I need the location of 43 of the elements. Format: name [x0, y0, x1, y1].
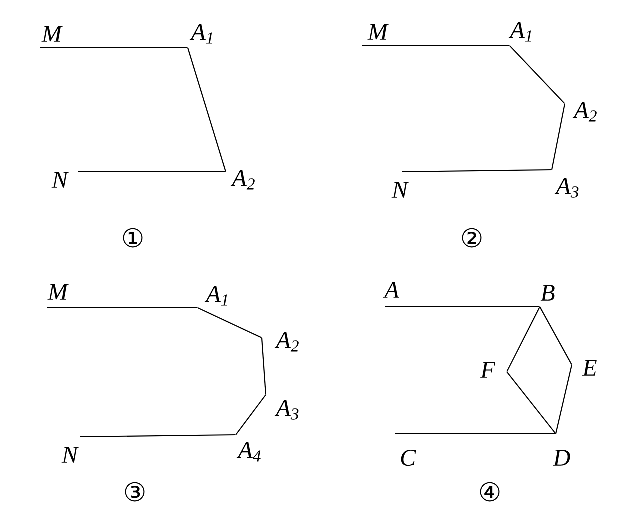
- point-label: N: [62, 447, 80, 463]
- line-segment: [402, 169, 552, 173]
- line-segment: [556, 365, 572, 434]
- line-segment: [362, 45, 510, 47]
- line-segment: [385, 306, 540, 308]
- line-segment: [47, 307, 198, 309]
- point-label: B: [540, 285, 555, 301]
- point-label: N: [52, 172, 70, 188]
- point-label: A$_{1}$: [190, 24, 212, 44]
- point-label: A$_{2}$: [230, 170, 255, 190]
- point-label: M: [48, 284, 70, 300]
- figure-number: ②: [462, 228, 482, 248]
- line-segment: [540, 306, 572, 366]
- point-label: N: [392, 182, 410, 198]
- line-segment: [506, 372, 556, 434]
- line-segment: [80, 434, 236, 438]
- line-segment: [236, 394, 266, 436]
- point-label: M: [368, 24, 390, 40]
- point-label: A$_{2}$: [572, 102, 597, 122]
- line-segment: [510, 46, 566, 104]
- point-label: A$_{1}$: [204, 286, 228, 306]
- point-label: A$_{1}$: [508, 22, 532, 42]
- figure-number: ①: [123, 228, 143, 248]
- line-segment: [261, 338, 267, 395]
- point-label: A$_{3}$: [274, 400, 299, 420]
- point-label: A$_{4}$: [236, 442, 261, 462]
- point-label: A$_{2}$: [274, 332, 299, 352]
- point-label: C: [401, 450, 416, 466]
- point-label: E: [582, 360, 597, 376]
- line-segment: [506, 306, 540, 372]
- line-segment: [40, 47, 188, 49]
- point-label: A$_{3}$: [554, 178, 579, 198]
- line-segment: [78, 171, 226, 173]
- figure-number: ③: [125, 482, 145, 502]
- line-segment: [552, 104, 566, 170]
- point-label: A: [383, 282, 400, 298]
- line-segment: [188, 48, 226, 172]
- figure-number: ④: [480, 482, 500, 502]
- line-segment: [198, 308, 262, 338]
- point-label: F: [480, 362, 496, 378]
- point-label: D: [553, 450, 570, 466]
- point-label: M: [42, 26, 64, 42]
- line-segment: [395, 433, 556, 435]
